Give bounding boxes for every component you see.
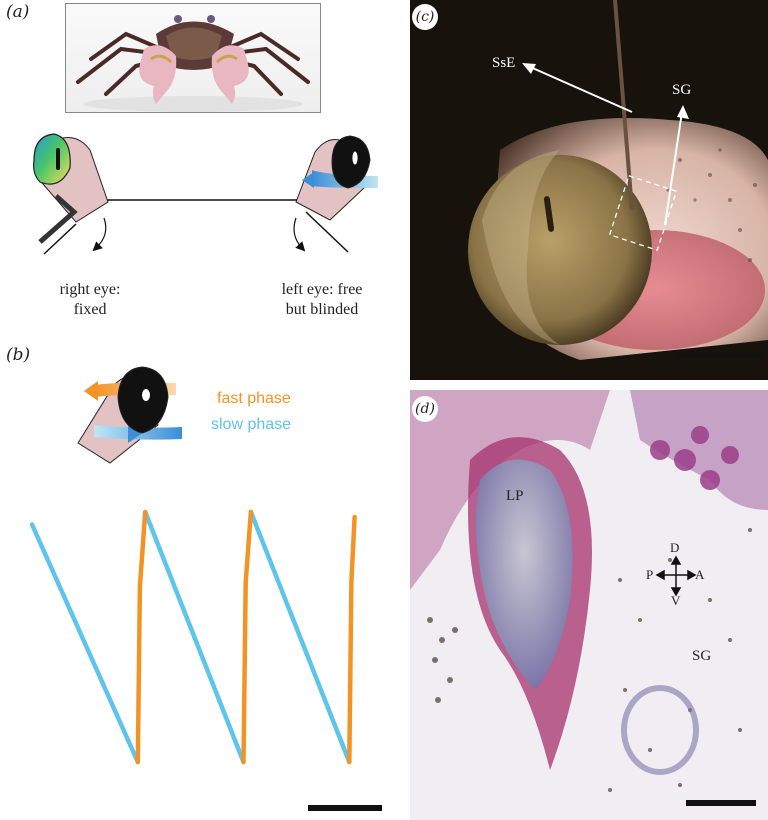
slow-phase-segment-1: [29, 522, 141, 765]
fast-phase-segment-3: [347, 514, 357, 765]
compass-v: V: [671, 593, 681, 608]
panel-c-label-circle: (c): [412, 4, 438, 30]
time-scale-bar: [308, 805, 382, 811]
right-eye-caption-line2: fixed: [73, 301, 107, 318]
eyestalk-micrograph: [468, 0, 768, 360]
histology-section: [410, 390, 768, 806]
panel-d-scale-bar: [686, 800, 756, 806]
left-eye-caption-line1: left eye: free: [281, 281, 363, 298]
slow-phase-segment-3: [248, 509, 352, 765]
panel-c-photo: (c) SsE SG: [410, 0, 768, 380]
sg-label-d: SG: [692, 648, 712, 664]
crab-photo: [65, 3, 321, 113]
panel-c-scale-bar: [678, 352, 762, 358]
fast-phase-label: fast phase: [217, 390, 291, 407]
fast-phase-segment-2: [241, 509, 254, 765]
compass-d: D: [670, 540, 680, 555]
sse-label: SsE: [492, 55, 516, 71]
sg-label-c: SG: [672, 82, 692, 98]
right-eye-caption: right eye: fixed: [20, 280, 160, 320]
slow-phase-label: slow phase: [211, 416, 292, 433]
crab-illustration: [76, 15, 310, 112]
fast-phase-segment-1: [135, 509, 148, 765]
right-eye-fixed: [33, 133, 109, 255]
orientation-compass: [655, 555, 697, 597]
left-eye-free: [293, 135, 378, 253]
panel-d-photo: (d) LP SG D V P A: [410, 390, 768, 820]
eye-schematic: [33, 133, 378, 255]
nystagmus-eye-icon: [77, 366, 182, 464]
compass-a: A: [695, 567, 705, 582]
panel-b-label: (b): [6, 345, 31, 365]
slow-phase-segment-2: [142, 509, 246, 765]
lp-label: LP: [506, 488, 524, 504]
left-eye-caption-line2: but blinded: [285, 301, 359, 318]
right-eye-caption-line1: right eye:: [59, 281, 121, 298]
compass-p: P: [646, 567, 654, 582]
panel-c-label: (c): [415, 9, 435, 25]
panel-a-label: (a): [6, 2, 30, 22]
panel-d-label: (d): [415, 401, 435, 417]
panel-d-label-circle: (d): [412, 396, 438, 422]
left-eye-caption: left eye: free but blinded: [252, 280, 392, 320]
eye-position-trace: [29, 509, 382, 811]
